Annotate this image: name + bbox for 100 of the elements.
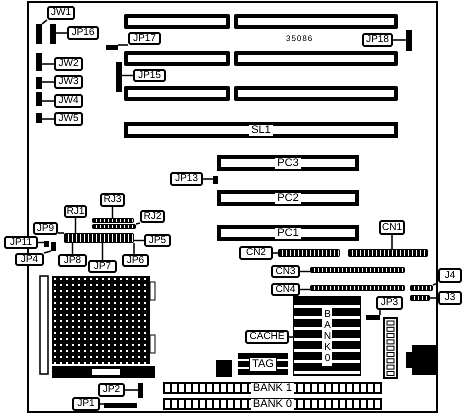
pin-header: [310, 285, 405, 291]
callout-label: JP4: [15, 253, 44, 266]
leader-line: [42, 81, 54, 83]
memory-slot: [163, 382, 382, 394]
jumper: [104, 403, 137, 408]
leader-line: [42, 63, 54, 65]
callout-label: CN3: [271, 265, 300, 278]
cache-memory-chips: [293, 296, 361, 376]
callout-label: J4: [438, 268, 462, 283]
callout-label: RJ2: [140, 210, 165, 223]
leader-line: [100, 403, 104, 405]
callout-label: JP8: [58, 254, 87, 267]
jumper: [213, 176, 218, 184]
leader-line: [133, 243, 135, 254]
leader-line: [42, 19, 48, 25]
jumper: [138, 383, 143, 398]
slot-label: PC2: [275, 192, 301, 204]
slot-label: BANK 0: [250, 398, 294, 410]
callout-label: CN2: [239, 246, 273, 260]
callout-label: CN1: [379, 220, 405, 235]
callout-label: RJ1: [64, 205, 87, 218]
jumper: [36, 92, 42, 106]
leader-line: [112, 207, 114, 218]
slot-label: BANK 1: [250, 382, 294, 394]
jumper: [44, 241, 49, 247]
jumper: [36, 53, 42, 71]
cpu-socket: [52, 276, 150, 364]
callout-label: JP13: [170, 172, 203, 186]
pin-header: [64, 233, 134, 243]
jumper: [50, 24, 56, 44]
leader-line: [56, 32, 67, 34]
jumper: [36, 24, 42, 44]
chip-label: TAG: [249, 356, 277, 372]
leader-line: [102, 243, 104, 260]
callout-label: JP17: [128, 32, 161, 45]
pin-header: [410, 285, 433, 291]
callout-label: JP6: [122, 254, 149, 267]
jumper: [106, 45, 118, 50]
expansion-slot: [124, 86, 230, 101]
expansion-slot: [234, 14, 398, 29]
pin-header: [410, 295, 430, 301]
callout-label: JW1: [47, 6, 75, 20]
leader-line: [289, 336, 293, 338]
pin-header: [278, 249, 340, 257]
callout-label: JP2: [98, 383, 125, 397]
leader-line: [430, 297, 438, 299]
leader-line: [391, 235, 393, 249]
pin-header: [310, 267, 405, 273]
expansion-slot: [234, 86, 398, 101]
expansion-slot: [124, 122, 398, 138]
leader-line: [125, 389, 138, 391]
callout-label: JW3: [54, 75, 83, 89]
leader-line: [393, 39, 406, 41]
leader-line: [44, 250, 52, 254]
pin-header: [92, 218, 134, 223]
leader-line: [300, 288, 310, 290]
leader-line: [432, 282, 438, 286]
leader-line: [72, 243, 74, 254]
slot-label: PC1: [275, 228, 301, 238]
pin-header: [92, 224, 136, 229]
callout-label: RJ3: [100, 193, 125, 207]
leader-line: [300, 270, 310, 272]
callout-label: J3: [438, 291, 462, 305]
leader-line: [74, 218, 76, 233]
callout-label: JP18: [362, 33, 393, 47]
expansion-slot: [234, 51, 398, 66]
callout-label: JP3: [376, 296, 403, 310]
pin-header: [348, 249, 428, 257]
callout-label: JP9: [33, 222, 58, 235]
expansion-slot: [217, 225, 359, 241]
leader-line: [122, 74, 133, 76]
leader-line: [42, 118, 54, 120]
slot-label: SL1: [249, 124, 273, 136]
leader-line: [273, 252, 278, 254]
callout-label: JW2: [54, 57, 83, 71]
memory-slot: [163, 398, 382, 410]
callout-label: JW5: [54, 112, 83, 126]
leader-line: [58, 232, 64, 234]
expansion-slot: [124, 51, 230, 66]
leader-line: [118, 44, 128, 46]
jumper: [51, 242, 56, 251]
callout-label: CACHE: [245, 330, 289, 344]
leader-line: [379, 310, 381, 315]
jumper: [36, 77, 42, 89]
callout-label: JP5: [144, 234, 171, 247]
callout-label: JP7: [88, 260, 117, 273]
expansion-slot: [217, 155, 359, 171]
tag-ram-chip: [238, 353, 288, 375]
leader-line: [134, 240, 144, 242]
expansion-slot: [124, 14, 230, 29]
callout-label: JP15: [133, 69, 166, 82]
callout-label: JP16: [67, 26, 99, 40]
jumper: [406, 30, 412, 51]
leader-line: [136, 222, 140, 225]
jumper: [116, 62, 122, 92]
slot-label: PC3: [275, 158, 301, 168]
leader-line: [203, 178, 213, 180]
bank-label: BANK0: [322, 306, 332, 366]
board-number: 35086: [286, 34, 314, 43]
leader-line: [42, 100, 54, 102]
